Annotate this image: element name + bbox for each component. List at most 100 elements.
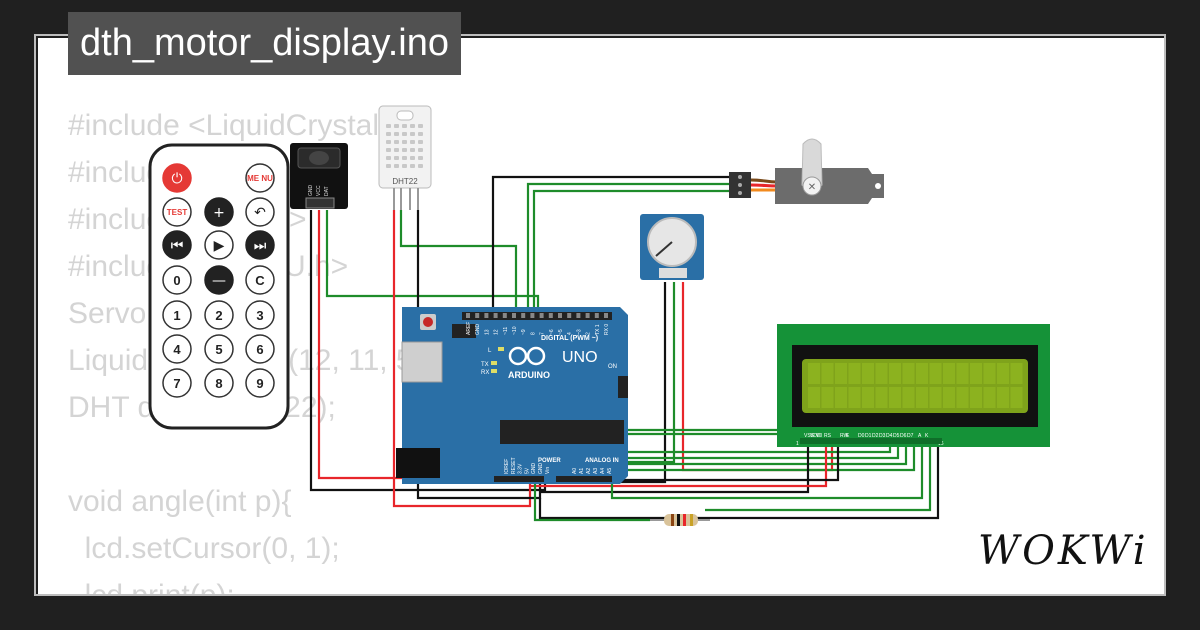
minus-icon: — <box>212 273 226 289</box>
remote-button-label: C <box>255 273 265 288</box>
lcd-cell <box>808 387 820 408</box>
rewind-icon: ⏮ <box>171 238 184 254</box>
remote-button-8[interactable]: 8 <box>204 368 234 398</box>
reset-button-center[interactable] <box>423 317 433 327</box>
remote-play-button[interactable]: ▶ <box>204 230 234 260</box>
wire-ir-signal[interactable] <box>325 210 540 318</box>
remote-button-face[interactable] <box>245 334 275 364</box>
header-pin[interactable] <box>594 313 599 318</box>
dht22-vent <box>418 164 423 168</box>
led-indicator <box>498 347 504 351</box>
remote-button-face[interactable] <box>245 197 275 227</box>
icsp-header <box>452 324 476 338</box>
remote-rewind-button[interactable]: ⏮ <box>162 230 192 260</box>
remote-button-face[interactable] <box>204 265 234 295</box>
remote-button-menu[interactable]: ME NU <box>245 163 275 193</box>
remote-button-face[interactable] <box>162 197 192 227</box>
dht22-vent <box>402 140 407 144</box>
remote-button-test[interactable]: TEST <box>162 197 192 227</box>
header-pin[interactable] <box>521 313 526 318</box>
remote-button-face[interactable] <box>162 230 192 260</box>
header-pin[interactable] <box>604 313 608 318</box>
remote-button-label: 2 <box>215 308 222 323</box>
servo-pin <box>738 183 742 187</box>
remote-button-face[interactable] <box>162 368 192 398</box>
wire-dht-vcc[interactable] <box>392 210 532 508</box>
led-indicator <box>491 369 497 373</box>
top-pin-label: 8 <box>530 332 536 335</box>
remote-button-face[interactable] <box>204 300 234 330</box>
remote-button-face[interactable] <box>162 334 192 364</box>
remote-button-face[interactable] <box>245 230 275 260</box>
remote-button-face[interactable] <box>162 300 192 330</box>
header-pin[interactable] <box>493 313 498 318</box>
header-pin[interactable] <box>567 313 572 318</box>
wire-servo-vcc[interactable] <box>526 182 730 318</box>
fast-forward-icon: ⏭ <box>254 238 267 254</box>
header-pin[interactable] <box>585 313 590 318</box>
remote-button-face[interactable] <box>162 265 192 295</box>
lcd-pin-strip <box>800 438 942 444</box>
header-pin[interactable] <box>548 313 553 318</box>
remote-power-button[interactable]: ⏻ <box>162 163 192 193</box>
remote-button-0[interactable]: 0 <box>162 265 192 295</box>
wire-servo-gnd[interactable] <box>491 175 730 318</box>
dht22-vent <box>410 156 415 160</box>
header-pin[interactable] <box>558 313 562 318</box>
remote-back-button[interactable]: ↶ <box>245 197 275 227</box>
remote-button-face[interactable] <box>204 230 234 260</box>
remote-button-5[interactable]: 5 <box>204 334 234 364</box>
remote-button-face[interactable] <box>245 163 275 193</box>
remote-button-face[interactable] <box>204 368 234 398</box>
wire-dht-data[interactable] <box>399 210 518 318</box>
remote-button-3[interactable]: 3 <box>245 300 275 330</box>
lcd-cell <box>835 363 847 384</box>
remote-button-label: 0 <box>173 273 180 288</box>
lcd-1602: VSSVDDV0RSRWED0D1D2D3D4D5D6D7AK116 <box>777 324 1050 447</box>
header-pin[interactable] <box>576 313 581 318</box>
header-pin[interactable] <box>484 313 489 318</box>
lcd-cell <box>862 363 874 384</box>
remote-button-c[interactable]: C <box>245 265 275 295</box>
top-pin-label: ~10 <box>512 326 518 335</box>
remote-button-face[interactable] <box>204 334 234 364</box>
power-pin-label: IOREF <box>504 459 510 474</box>
dht22-label: DHT22 <box>392 177 418 186</box>
remote-fast-forward-button[interactable]: ⏭ <box>245 230 275 260</box>
remote-button-face[interactable] <box>245 300 275 330</box>
wire-lcd-k2[interactable] <box>610 446 924 500</box>
lcd-pin-label: D6 <box>900 433 907 439</box>
header-pin[interactable] <box>512 313 516 318</box>
remote-button-face[interactable] <box>204 197 234 227</box>
wire-lcd-vdd[interactable] <box>530 446 828 488</box>
power-pin-label: Vin <box>545 467 551 474</box>
wire-lcd-k[interactable] <box>538 446 940 520</box>
wire-lcd-rw[interactable] <box>545 446 840 482</box>
arduino-brand: ARDUINO <box>508 370 550 380</box>
wire-resistor-left[interactable] <box>533 474 650 522</box>
header-pin[interactable] <box>502 313 507 318</box>
dht22-vent <box>386 156 391 160</box>
header-pin[interactable] <box>539 313 544 318</box>
remote-button-7[interactable]: 7 <box>162 368 192 398</box>
header-pin[interactable] <box>475 313 480 318</box>
wire-lcd-a[interactable] <box>705 446 932 512</box>
dht22-vent <box>402 156 407 160</box>
top-pin-label: ~5 <box>558 329 564 335</box>
header-pin[interactable] <box>530 313 535 318</box>
lcd-cell <box>902 387 915 408</box>
remote-button-1[interactable]: 1 <box>162 300 192 330</box>
wire-lcd-gnd[interactable] <box>540 446 810 494</box>
remote-button-face[interactable] <box>162 163 192 193</box>
servo-motor: ✕ <box>729 138 884 204</box>
header-pin[interactable] <box>466 313 470 318</box>
remote-plus-button[interactable]: + <box>204 197 234 227</box>
remote-button-9[interactable]: 9 <box>245 368 275 398</box>
remote-button-6[interactable]: 6 <box>245 334 275 364</box>
remote-button-face[interactable] <box>245 265 275 295</box>
remote-button-face[interactable] <box>245 368 275 398</box>
wire-servo-signal[interactable] <box>532 189 730 318</box>
remote-button-4[interactable]: 4 <box>162 334 192 364</box>
remote-button-2[interactable]: 2 <box>204 300 234 330</box>
remote-minus-button[interactable]: — <box>204 265 234 295</box>
